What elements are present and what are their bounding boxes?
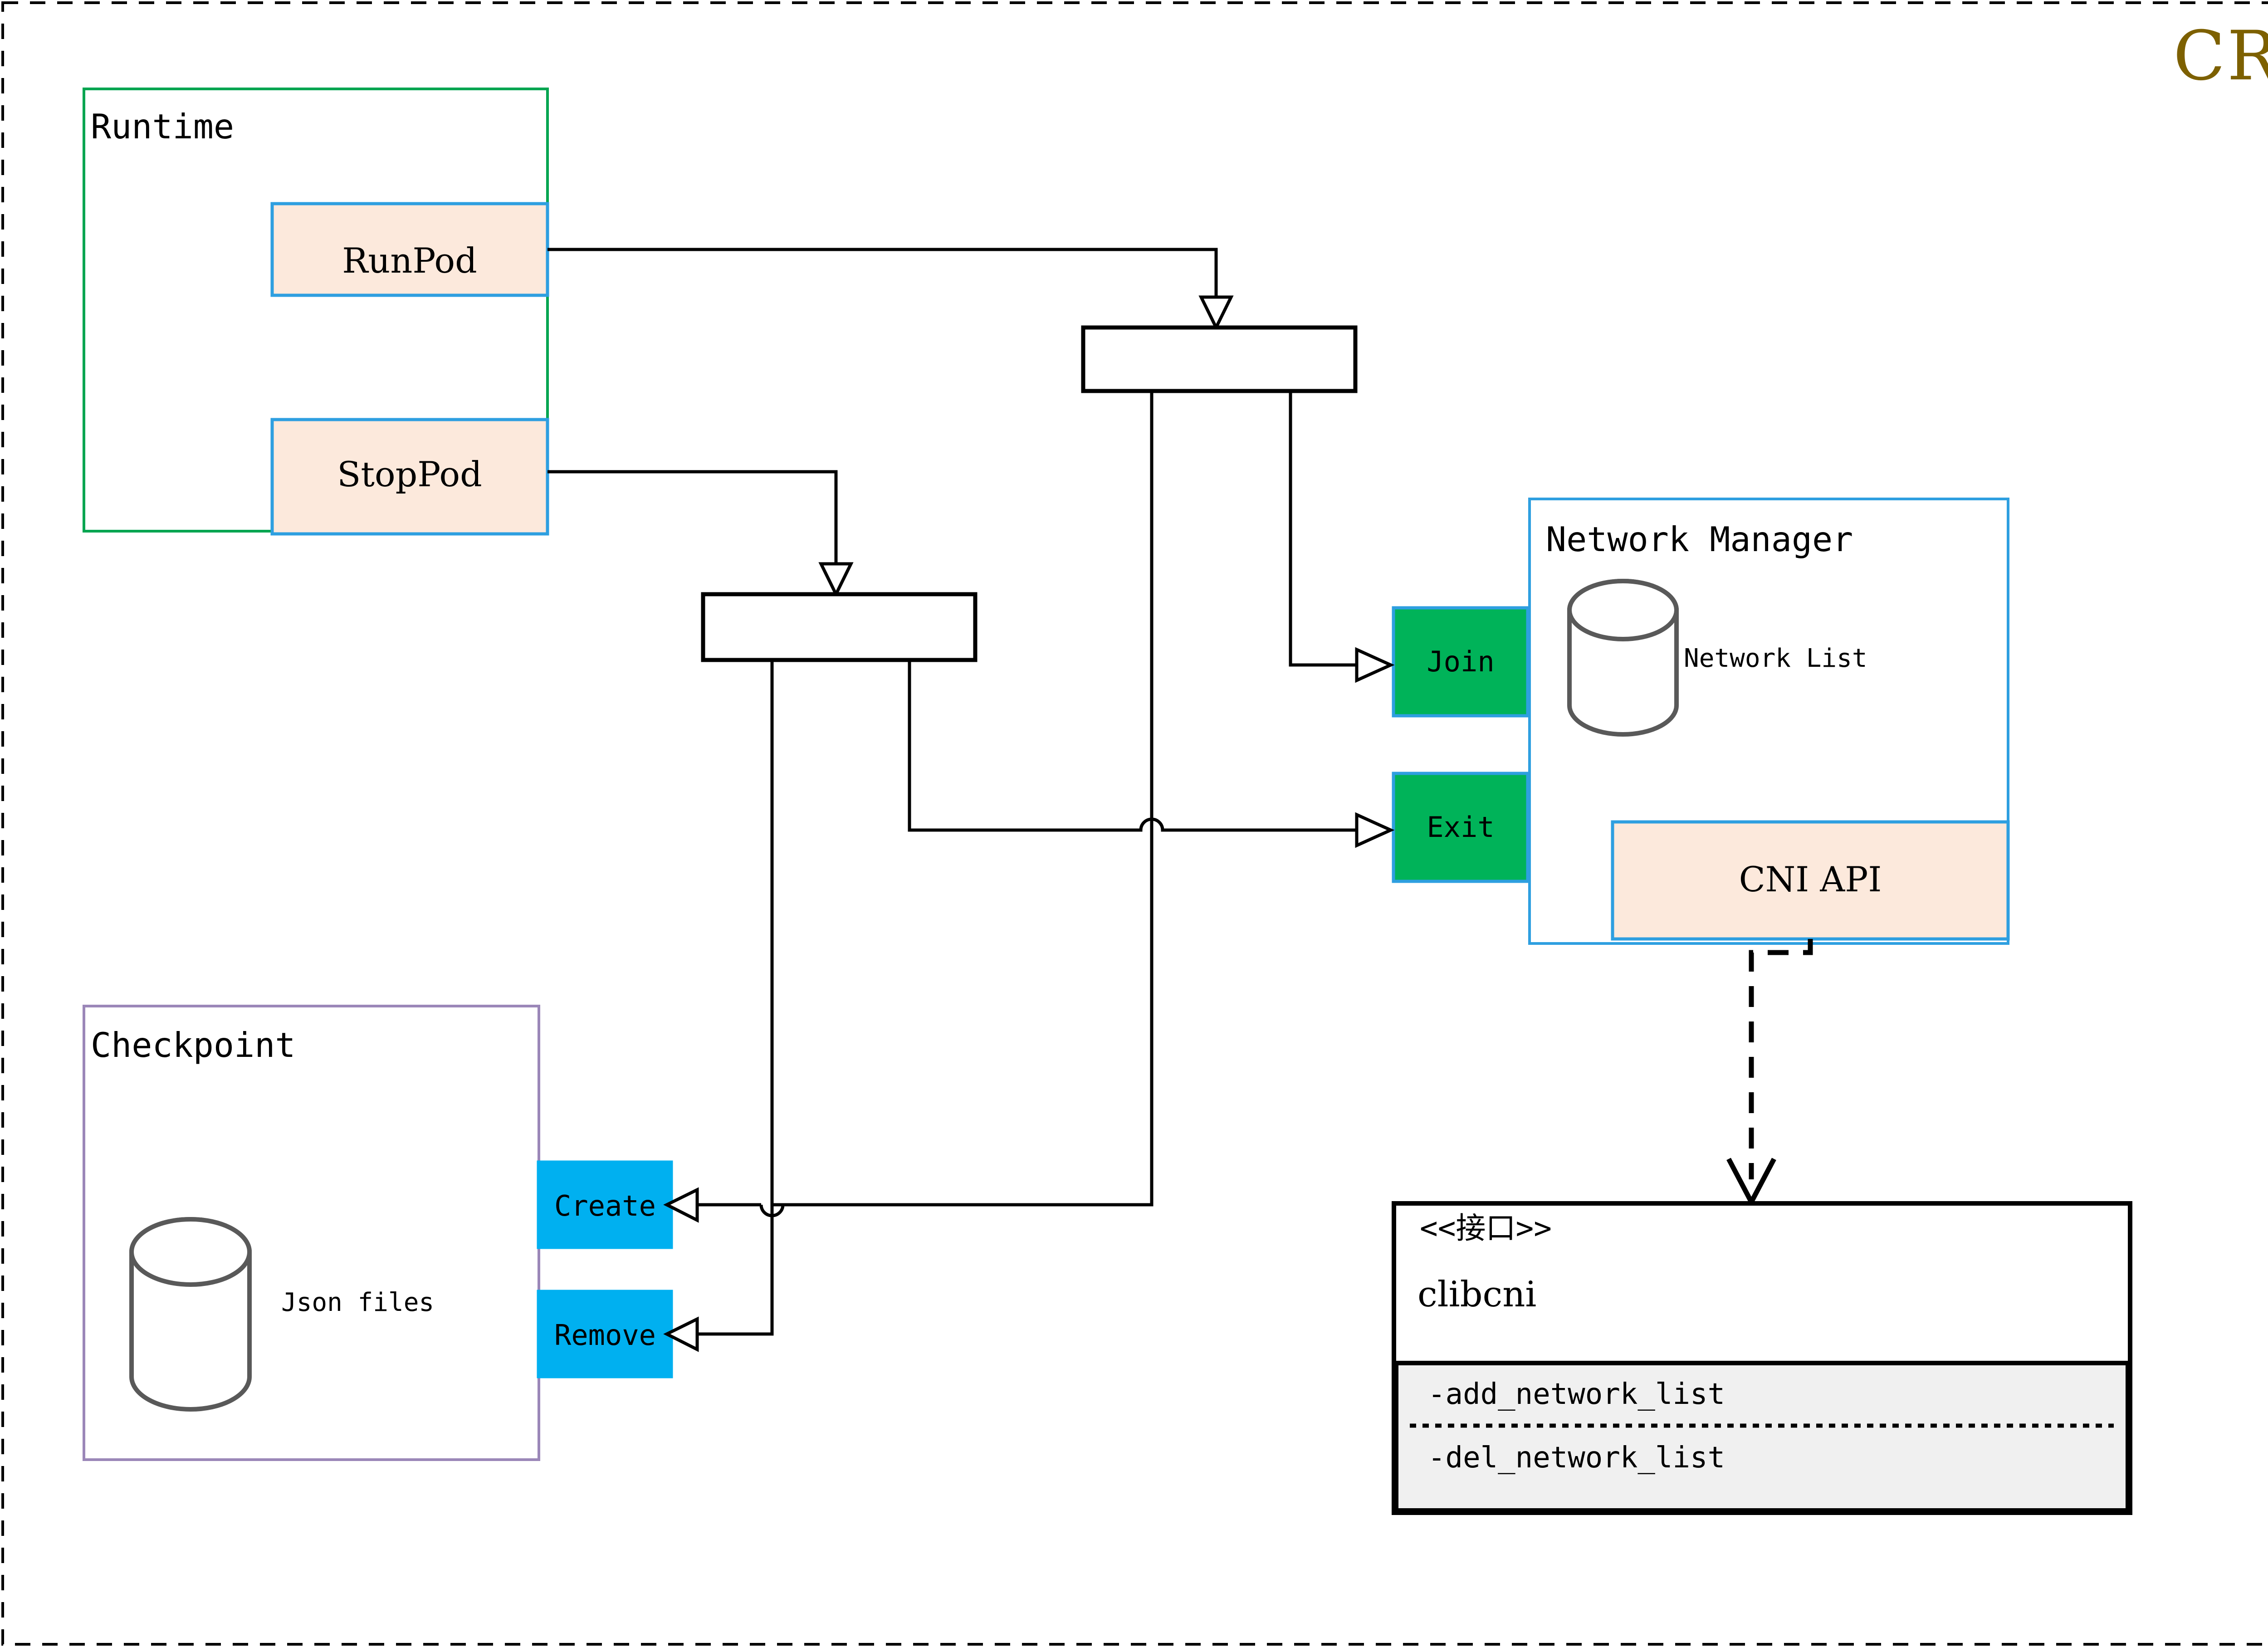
runpod-label: RunPod — [342, 240, 477, 281]
stoppod-box[interactable] — [270, 418, 549, 536]
runtime-label: Runtime — [91, 107, 234, 147]
fork-bar-runpod — [1081, 325, 1358, 393]
network-manager-label: Network Manager — [1546, 519, 1853, 559]
clibcni-method-0: -add_network_list — [1428, 1378, 1725, 1411]
arrow-to-join — [1355, 647, 1395, 683]
network-list-datastore-icon — [1567, 579, 1679, 737]
arrow-to-create — [663, 1187, 699, 1223]
arrow-to-exit — [1355, 812, 1395, 848]
checkpoint-container: Checkpoint Json files — [83, 1005, 540, 1461]
network-list-label: Network List — [1684, 644, 1867, 673]
stoppod-label: StopPod — [337, 454, 482, 494]
diagram-title: CRI — [2173, 17, 2268, 96]
json-files-label: Json files — [281, 1288, 434, 1317]
node-exit[interactable]: Exit — [1392, 772, 1530, 883]
node-join[interactable]: Join — [1392, 606, 1530, 718]
remove-label: Remove — [554, 1319, 656, 1352]
arrow-stoppod-to-fork — [818, 562, 854, 598]
node-runpod[interactable]: RunPod — [270, 202, 549, 297]
edge-forkbot-left — [697, 660, 774, 1336]
clibcni-interface: <<接口>> clibcni -add_network_list -del_ne… — [1392, 1201, 2132, 1515]
exit-box[interactable] — [1392, 772, 1530, 883]
join-box[interactable] — [1392, 606, 1530, 718]
create-label: Create — [554, 1189, 656, 1222]
node-cni-api[interactable]: CNI API — [1611, 820, 2010, 941]
clibcni-methods-compartment — [1394, 1361, 2130, 1513]
edge-forktop-right — [1289, 391, 1357, 667]
edge-forkbot-right — [908, 660, 1357, 832]
arrow-to-remove — [663, 1316, 699, 1352]
runpod-box[interactable] — [270, 202, 549, 297]
exit-label: Exit — [1427, 811, 1494, 844]
cni-api-box[interactable] — [1611, 820, 2010, 941]
node-remove[interactable]: Remove — [537, 1290, 673, 1378]
node-stoppod[interactable]: StopPod — [270, 418, 549, 536]
edge-to-create — [771, 826, 1154, 1207]
json-files-datastore-icon — [129, 1217, 252, 1412]
checkpoint-label: Checkpoint — [91, 1025, 296, 1065]
clibcni-method-1: -del_network_list — [1428, 1441, 1725, 1475]
edge-stoppod-to-fork — [547, 470, 838, 566]
edge-create-hop — [759, 1204, 785, 1217]
arrow-runpod-to-fork — [1198, 295, 1234, 331]
edge-runpod-to-fork — [547, 248, 1218, 299]
edge-cniapi-to-clibcni — [1749, 939, 1813, 1179]
fork-bar-stoppod — [701, 592, 978, 662]
clibcni-stereotype: <<接口>> — [1420, 1211, 1552, 1246]
cni-api-label: CNI API — [1739, 859, 1882, 899]
clibcni-name: clibcni — [1418, 1274, 1536, 1315]
join-label: Join — [1427, 645, 1494, 678]
node-create[interactable]: Create — [537, 1160, 673, 1249]
